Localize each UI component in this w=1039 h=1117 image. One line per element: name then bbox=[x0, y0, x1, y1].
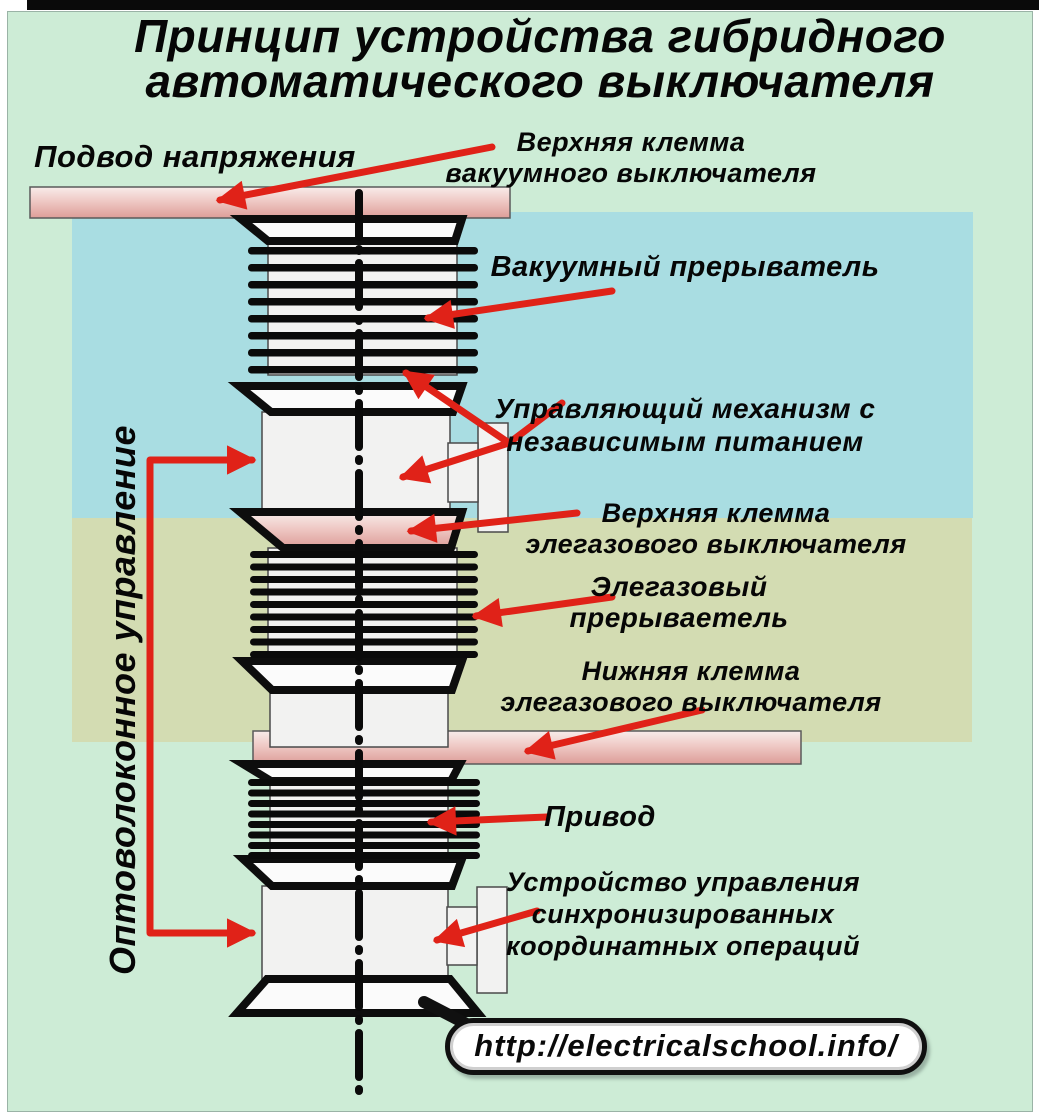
arrow-control-lower bbox=[398, 439, 513, 484]
arrow-upper-sf6-terminal bbox=[406, 509, 581, 543]
label-supply: Подвод напряжения bbox=[34, 139, 356, 174]
label-lower-sf6-terminal-line1: Нижняя клемма bbox=[581, 656, 801, 686]
label-sf6-interrupter-line2: прерываетель bbox=[569, 602, 789, 633]
label-fiber-optic-control: Оптоволоконное управление bbox=[102, 425, 143, 975]
page-title: Принцип устройства гибридного автоматиче… bbox=[0, 10, 1039, 107]
sf6-breaker-zone bbox=[72, 518, 972, 742]
label-lower-sf6-terminal: Нижняя клемма элегазового выключателя bbox=[471, 656, 911, 718]
vacuum-breaker-zone bbox=[72, 212, 973, 518]
url-badge: http://electricalschool.info/ bbox=[445, 1018, 927, 1075]
arrow-vacuum-interrupter bbox=[423, 287, 616, 329]
label-control-mechanism-line2: независимым питанием bbox=[506, 426, 864, 457]
sf6-interrupter-fins bbox=[250, 551, 478, 658]
arrow-sf6-interrupter bbox=[471, 593, 616, 628]
drive-fins bbox=[248, 779, 480, 859]
page-title-line1: Принцип устройства гибридного bbox=[134, 10, 946, 62]
label-lower-sf6-terminal-line2: элегазового выключателя bbox=[500, 687, 882, 717]
label-control-mechanism-line1: Управляющий механизм с bbox=[494, 393, 876, 424]
label-sf6-interrupter: Элегазовый прерываетель bbox=[459, 571, 899, 633]
insulator-caps bbox=[227, 215, 487, 1017]
top-border-bar bbox=[27, 0, 1039, 10]
label-upper-vacuum-terminal: Верхняя клемма вакуумного выключателя bbox=[401, 127, 861, 189]
label-sync-device-line1: Устройство управления bbox=[505, 867, 861, 897]
label-upper-sf6-terminal-line1: Верхняя клемма bbox=[601, 498, 831, 528]
label-upper-vacuum-terminal-line1: Верхняя клемма bbox=[516, 127, 746, 157]
label-control-mechanism: Управляющий механизм с независимым питан… bbox=[465, 392, 905, 458]
label-sf6-interrupter-line1: Элегазовый bbox=[590, 571, 768, 602]
arrow-lower-sf6-terminal bbox=[523, 706, 706, 760]
page-title-line2: автоматического выключателя bbox=[145, 55, 935, 107]
arrow-drive bbox=[426, 806, 551, 836]
arrow-sync-device bbox=[432, 907, 541, 948]
label-upper-sf6-terminal: Верхняя клемма элегазового выключателя bbox=[496, 498, 936, 560]
label-sync-device-line2: синхронизированных bbox=[531, 899, 835, 929]
label-upper-sf6-terminal-line2: элегазового выключателя bbox=[525, 529, 907, 559]
arrow-supply bbox=[215, 143, 496, 210]
callout-arrows bbox=[146, 143, 706, 948]
label-drive: Привод bbox=[544, 801, 656, 833]
label-vacuum-interrupter: Вакуумный прерыватель bbox=[490, 251, 880, 283]
vacuum-interrupter-fins bbox=[248, 247, 478, 374]
arrow-fiber-optic-bracket bbox=[146, 445, 257, 948]
label-upper-vacuum-terminal-line2: вакуумного выключателя bbox=[445, 158, 817, 188]
label-sync-device: Устройство управления синхронизированных… bbox=[463, 866, 903, 962]
label-sync-device-line3: координатных операций bbox=[506, 931, 860, 961]
